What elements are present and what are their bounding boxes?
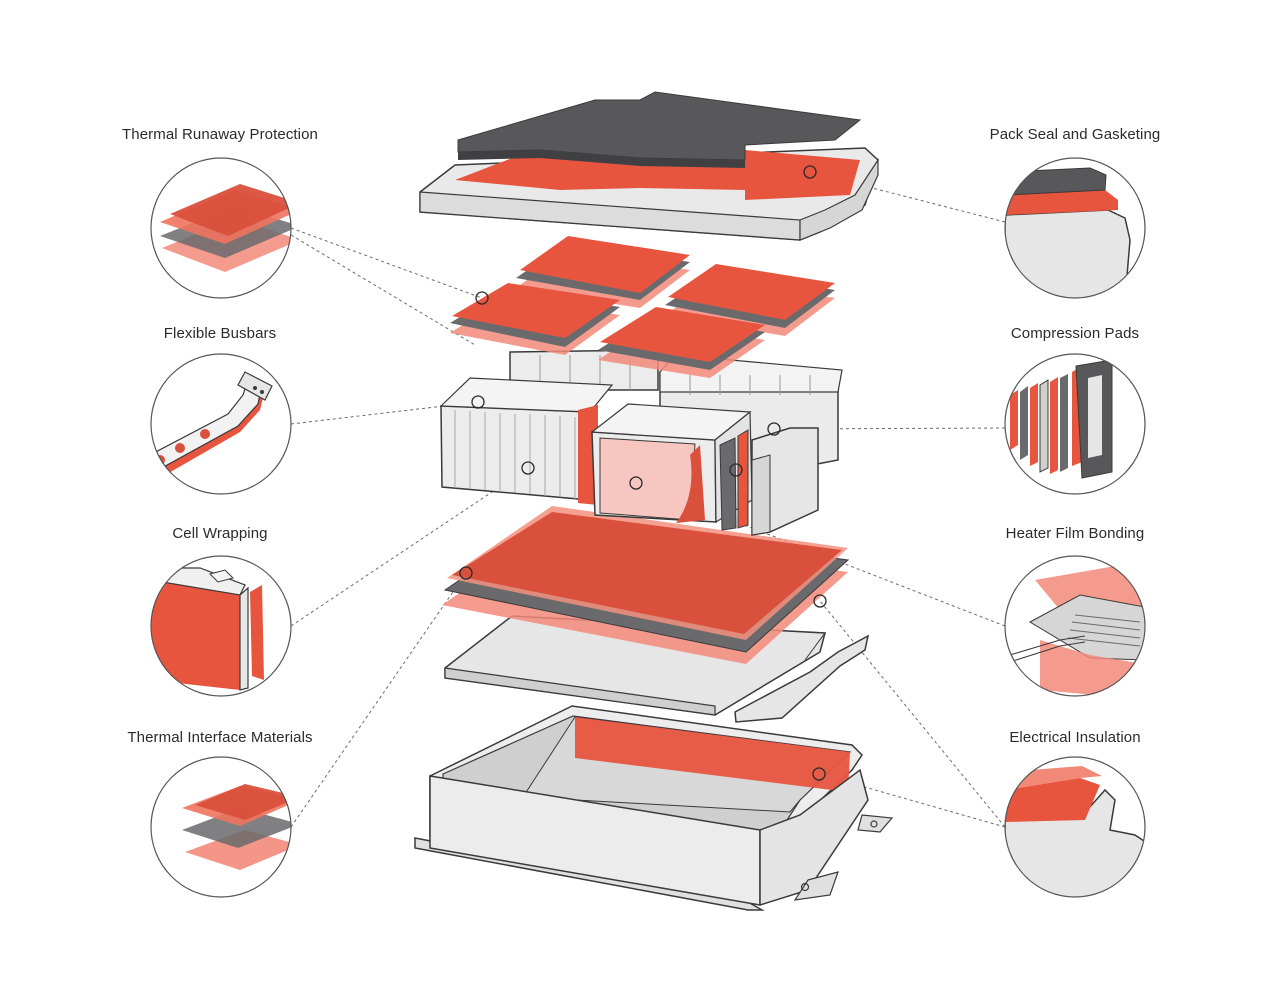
cell-module-front-right [590,403,819,536]
detail-circle-thermal-runaway [151,158,291,298]
label-flexible-busbars: Flexible Busbars [163,325,277,342]
detail-circle-5-ring [1004,157,1146,299]
detail-circle-8-ring [1004,756,1146,898]
detail-circle-7-ring [1004,555,1146,697]
detail-circle-compression-pads [1005,354,1145,494]
label-electrical-insulation: Electrical Insulation [1009,729,1141,746]
enclosure-tray [414,705,894,911]
label-thermal-runaway-protection: Thermal Runaway Protection [121,126,319,143]
thermal-interface-sheets [442,506,850,664]
cell-module-front-left [439,377,614,505]
label-heater-film-bonding: Heater Film Bonding [1005,525,1145,542]
label-compression-pads: Compression Pads [1010,325,1140,342]
thermal-runaway-pads [450,236,835,378]
detail-circle-3-ring [150,555,292,697]
detail-circle-6-ring [1004,353,1146,495]
detail-circle-thermal-interface [151,757,291,897]
detail-circle-1-ring [150,157,292,299]
detail-circle-2-ring [150,353,292,495]
label-pack-seal-and-gasketing: Pack Seal and Gasketing [989,126,1161,143]
detail-circle-pack-seal [1005,158,1145,298]
detail-circle-cell-wrapping [151,556,291,696]
detail-circle-flexible-busbars [151,354,291,494]
detail-circle-heater-film [1005,556,1145,696]
label-thermal-interface-materials: Thermal Interface Materials [127,729,313,746]
label-cell-wrapping: Cell Wrapping [172,525,268,542]
detail-circle-electrical-insulation [1005,757,1145,897]
pack-lid [419,91,879,241]
detail-circle-4-ring [150,756,292,898]
